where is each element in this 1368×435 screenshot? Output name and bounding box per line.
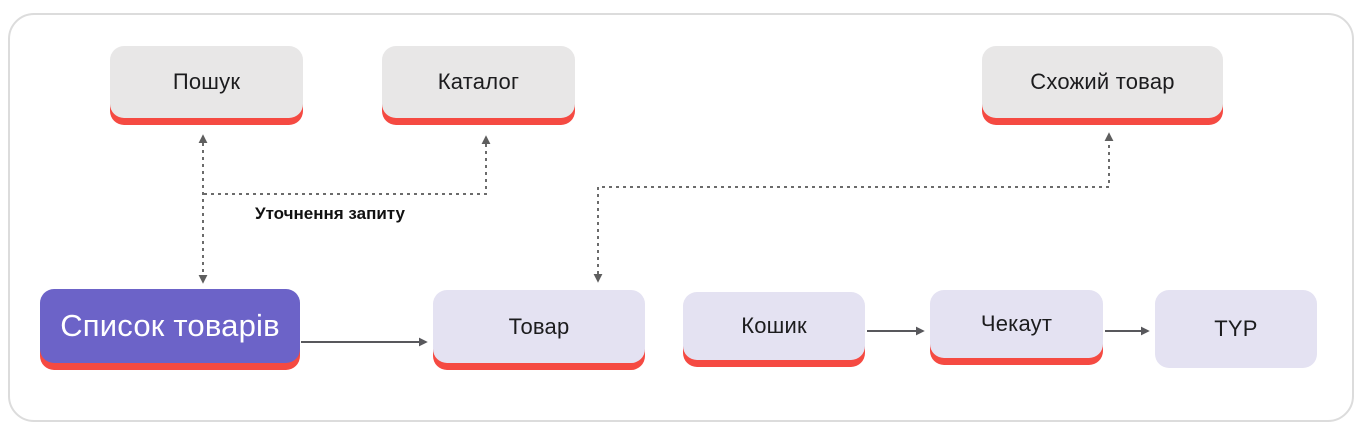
- node-catalog[interactable]: Каталог: [382, 46, 575, 125]
- node-product-list[interactable]: Список товарів: [40, 289, 300, 370]
- node-typ[interactable]: TYP: [1155, 290, 1317, 368]
- edge-label-query-refinement: Уточнення запиту: [255, 204, 406, 223]
- node-catalog-label: Каталог: [382, 46, 575, 118]
- node-product[interactable]: Товар: [433, 290, 645, 370]
- node-typ-label: TYP: [1155, 290, 1317, 368]
- node-product-list-label: Список товарів: [40, 289, 300, 363]
- node-cart[interactable]: Кошик: [683, 292, 865, 367]
- node-checkout-label: Чекаут: [930, 290, 1103, 358]
- node-product-label: Товар: [433, 290, 645, 363]
- node-search[interactable]: Пошук: [110, 46, 303, 125]
- node-similar-product-label: Схожий товар: [982, 46, 1223, 118]
- node-checkout[interactable]: Чекаут: [930, 290, 1103, 365]
- node-cart-label: Кошик: [683, 292, 865, 360]
- node-similar-product[interactable]: Схожий товар: [982, 46, 1223, 125]
- node-search-label: Пошук: [110, 46, 303, 118]
